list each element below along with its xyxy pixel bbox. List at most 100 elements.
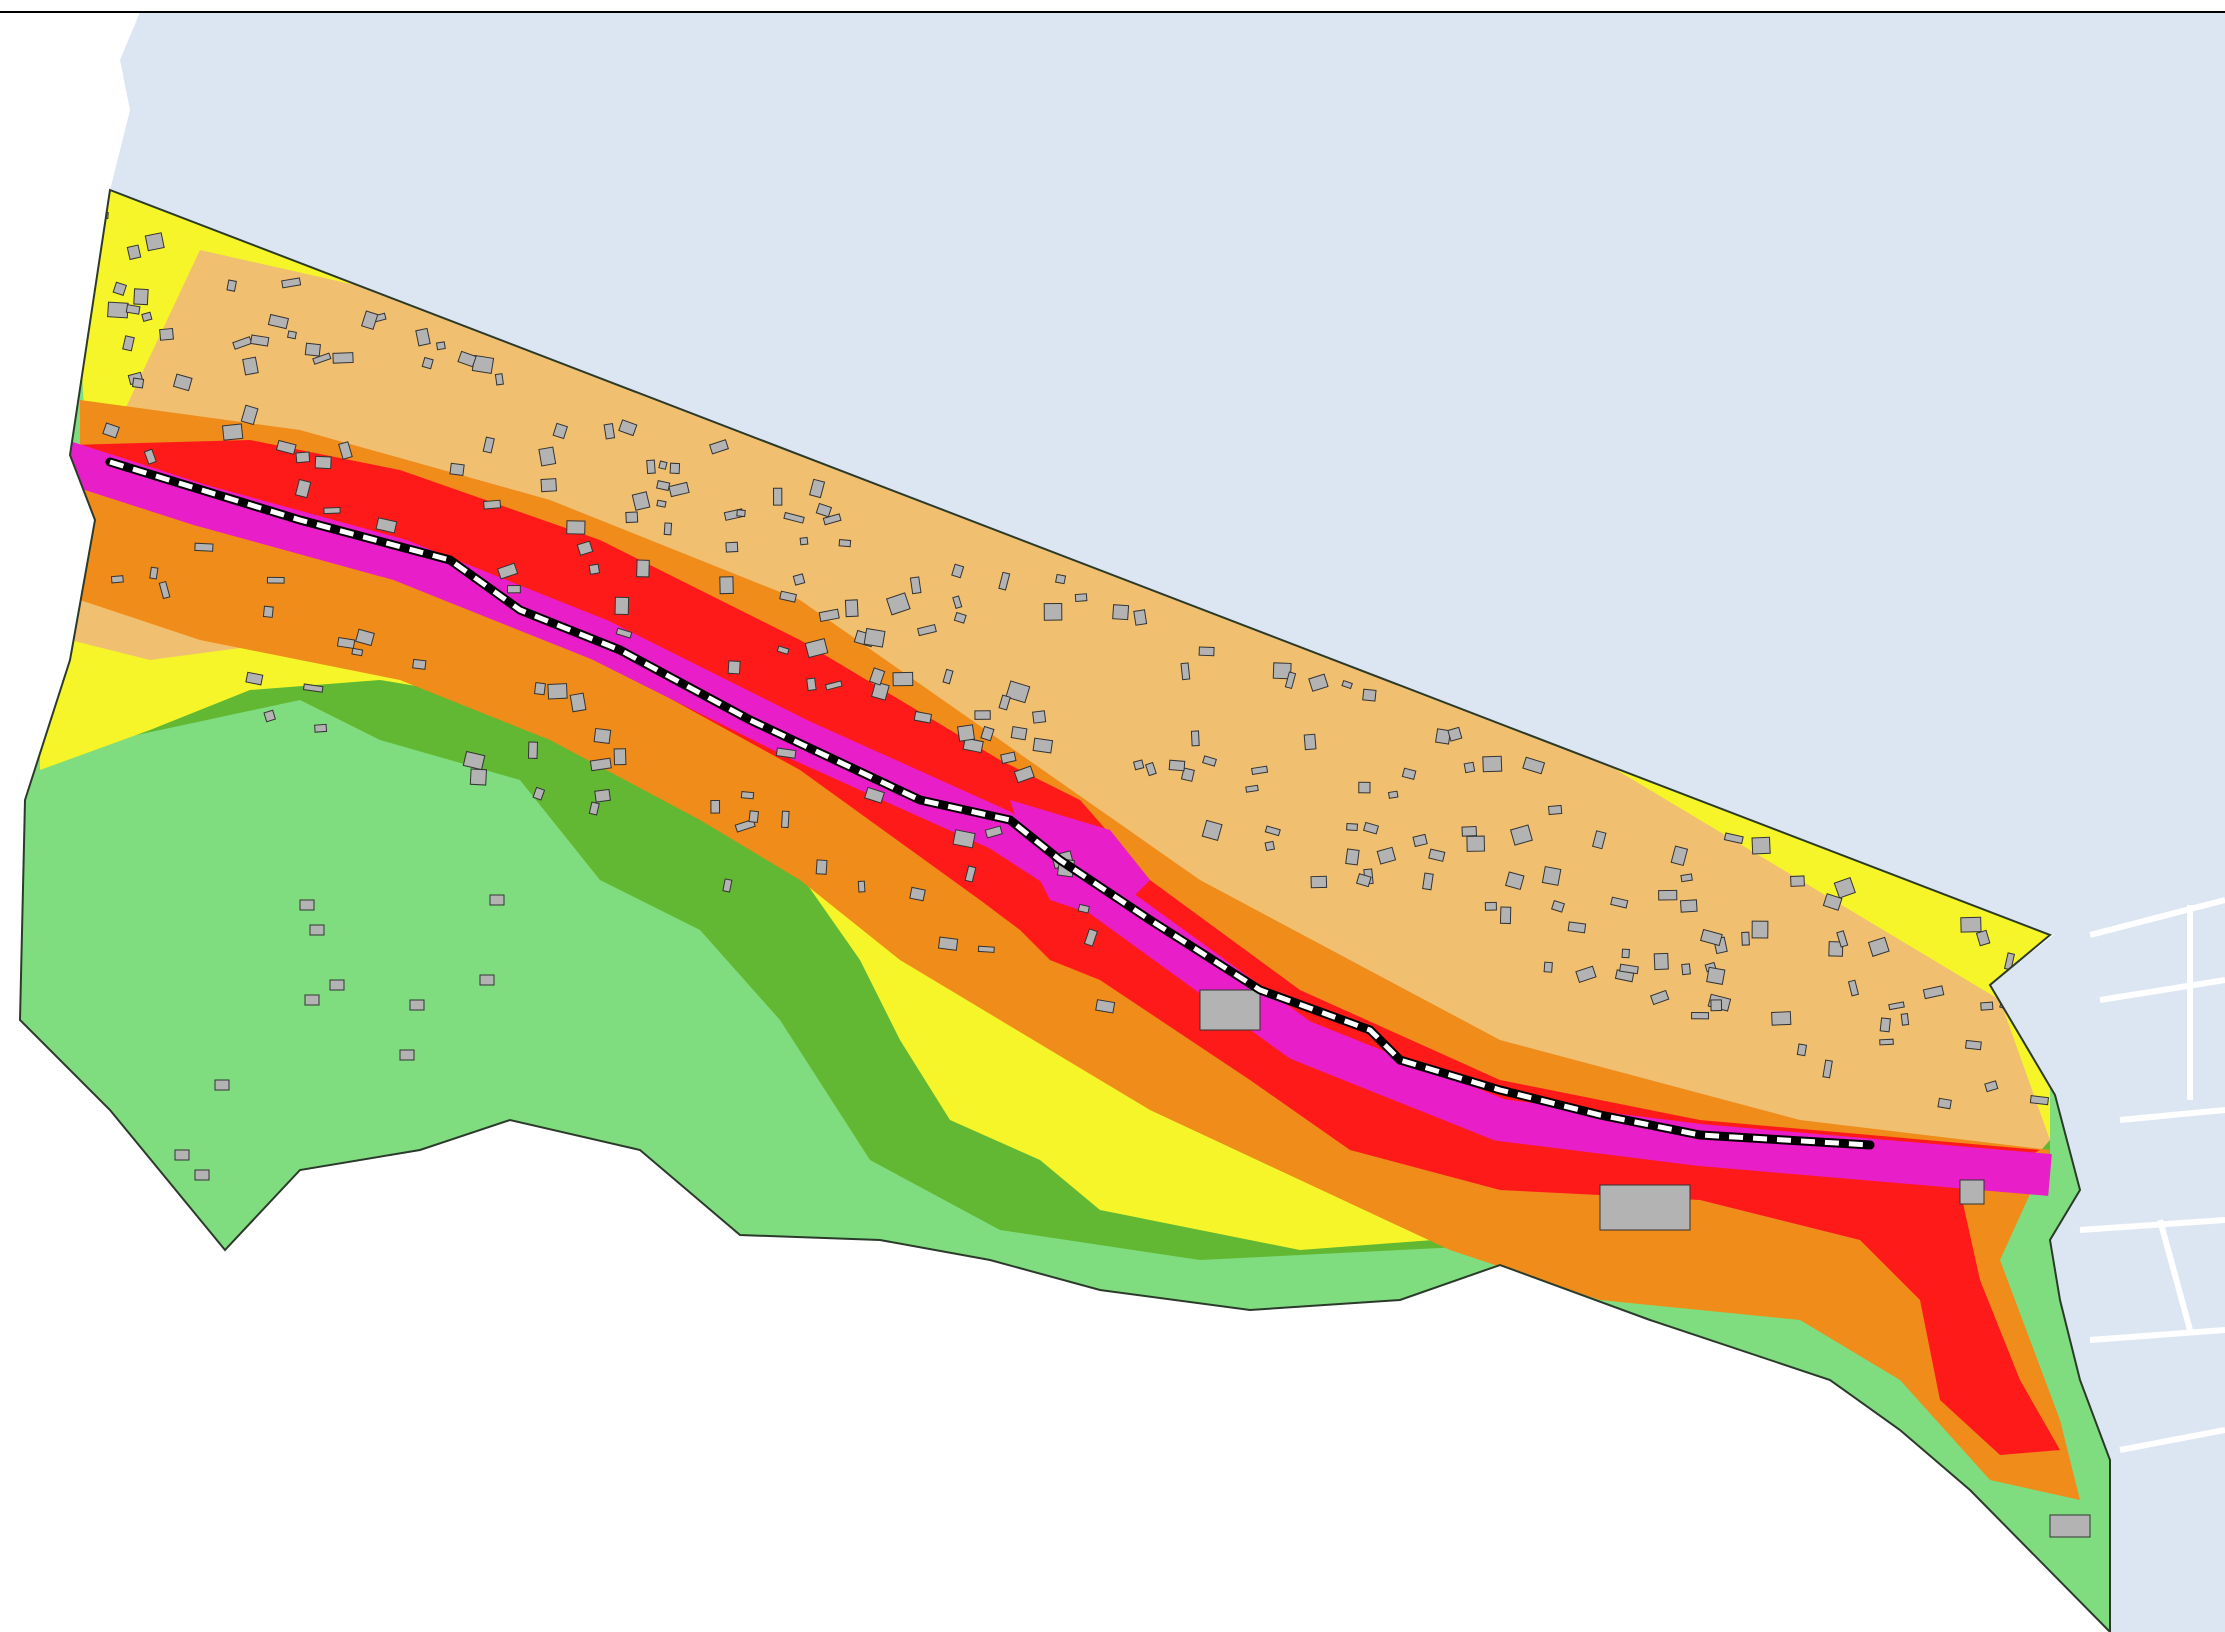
building (1621, 948, 1630, 959)
building (1201, 819, 1223, 842)
building (1013, 765, 1035, 784)
building (614, 596, 630, 615)
building (953, 611, 967, 624)
building (314, 455, 332, 470)
building (792, 573, 806, 586)
building (221, 423, 244, 441)
building (1653, 952, 1669, 971)
building (1095, 999, 1116, 1014)
building (462, 750, 486, 771)
building (809, 478, 826, 499)
building (1658, 889, 1678, 901)
building-large (1599, 1184, 1691, 1231)
building (449, 462, 465, 477)
building (984, 825, 1003, 839)
building (740, 791, 755, 800)
building (1144, 761, 1157, 777)
building (1251, 765, 1269, 775)
building (776, 645, 790, 655)
building (824, 680, 843, 691)
building (1790, 875, 1805, 887)
building (1592, 830, 1607, 850)
building (1710, 999, 1723, 1012)
building (1965, 1039, 1982, 1051)
building (489, 894, 505, 906)
building (646, 459, 656, 475)
building (868, 667, 886, 686)
building (415, 327, 431, 347)
building (748, 810, 760, 823)
building (1879, 1038, 1894, 1046)
building (552, 422, 569, 440)
building (1681, 963, 1691, 976)
building (483, 499, 502, 510)
building (1346, 822, 1359, 832)
outside-line (2079, 1217, 2225, 1233)
building (494, 373, 504, 386)
building (1836, 930, 1849, 948)
building (892, 671, 914, 687)
building (1447, 726, 1463, 742)
building (144, 232, 165, 252)
building (588, 563, 601, 575)
building (1358, 781, 1371, 794)
building (937, 936, 959, 951)
outside-line (2157, 1219, 2193, 1331)
building (618, 419, 638, 437)
building (815, 502, 833, 518)
building (1679, 899, 1698, 913)
building (863, 627, 886, 648)
building (1077, 903, 1090, 914)
building (593, 727, 612, 744)
building (576, 540, 594, 556)
building (615, 627, 633, 639)
building (1310, 875, 1328, 889)
building (1567, 921, 1587, 934)
building (864, 786, 885, 804)
building (1264, 840, 1276, 852)
building (1133, 609, 1148, 626)
building (1083, 928, 1098, 947)
building (112, 281, 128, 296)
building (1980, 1001, 1994, 1011)
building (1463, 761, 1476, 774)
building (547, 683, 568, 700)
building (909, 576, 922, 595)
building (942, 668, 954, 685)
building (1691, 1011, 1710, 1020)
building (323, 506, 341, 515)
building (143, 448, 157, 465)
building (844, 599, 859, 618)
building (1771, 1011, 1792, 1026)
building (1509, 824, 1533, 846)
building (1401, 767, 1417, 780)
building (722, 878, 733, 893)
building (838, 539, 852, 548)
building (355, 628, 375, 647)
building (527, 741, 539, 759)
building (1308, 673, 1329, 692)
building (815, 859, 828, 875)
building (304, 342, 321, 357)
building (299, 899, 315, 911)
building-large (1199, 989, 1261, 1031)
building (710, 799, 721, 814)
building (1484, 901, 1497, 911)
building (1751, 920, 1769, 939)
building (974, 710, 991, 720)
building (110, 575, 124, 584)
building (913, 710, 933, 724)
building (412, 658, 427, 670)
building (1005, 680, 1031, 704)
building (532, 786, 546, 801)
building (783, 511, 805, 524)
building (658, 460, 668, 470)
study-area-boundary (18, 188, 2111, 1632)
building (1937, 1097, 1952, 1110)
building (159, 327, 174, 341)
building (1649, 989, 1670, 1006)
building (214, 1079, 230, 1091)
building (194, 542, 214, 552)
building (1833, 876, 1856, 899)
building (734, 818, 756, 833)
